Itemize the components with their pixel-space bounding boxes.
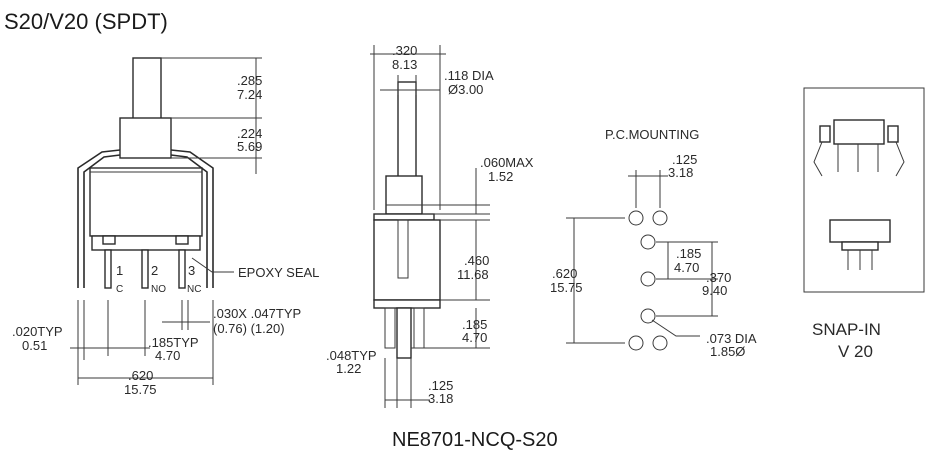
pin3-number: 3: [188, 263, 195, 278]
side-actuator: [397, 81, 417, 179]
svg-text:.125: .125: [428, 378, 453, 393]
side-flange: [373, 213, 435, 221]
pin-1: [104, 249, 112, 289]
pin-3: [178, 249, 186, 289]
svg-text:.020TYP: .020TYP: [12, 324, 63, 339]
svg-text:3.18: 3.18: [428, 391, 453, 406]
svg-text:.185TYP: .185TYP: [148, 335, 199, 350]
svg-text:7.24: 7.24: [237, 87, 262, 102]
svg-text:.620: .620: [128, 368, 153, 383]
frame-left: [77, 149, 121, 288]
svg-text:.320: .320: [392, 43, 417, 58]
part-number: NE8701-NCQ-S20: [392, 429, 558, 451]
front-view: 1 C 2 NO 3 NC EPOXY SEAL .285 7.24 .224 …: [12, 57, 319, 397]
side-pin: [396, 307, 412, 359]
svg-text:.125: .125: [672, 152, 697, 167]
side-view: .320 8.13 .118 DIA Ø3.00 .060MAX 1.52 .4…: [326, 43, 534, 408]
side-bushing: [385, 175, 423, 215]
pc-mounting: P.C.MOUNTING .125 3.18 .620 15.75 .185 4…: [550, 127, 757, 359]
svg-text:1.22: 1.22: [336, 361, 361, 376]
side-base: [373, 299, 441, 309]
svg-text:1.52: 1.52: [488, 169, 513, 184]
pin1-number: 1: [116, 263, 123, 278]
svg-text:.048TYP: .048TYP: [326, 348, 377, 363]
svg-text:15.75: 15.75: [550, 280, 583, 295]
svg-text:.060MAX: .060MAX: [480, 155, 534, 170]
svg-text:.224: .224: [237, 126, 262, 141]
svg-text:5.69: 5.69: [237, 139, 262, 154]
svg-text:4.70: 4.70: [674, 260, 699, 275]
snap-in-label: SNAP-IN: [812, 320, 881, 339]
snap-in-panel: SNAP-IN V 20: [803, 87, 925, 361]
pin2-label: NO: [151, 284, 166, 295]
svg-text:4.70: 4.70: [462, 330, 487, 345]
housing: [89, 167, 203, 237]
svg-text:4.70: 4.70: [155, 348, 180, 363]
svg-text:Ø3.00: Ø3.00: [448, 82, 483, 97]
svg-text:.370: .370: [706, 270, 731, 285]
svg-text:.185: .185: [462, 317, 487, 332]
snap-in-model: V 20: [838, 342, 873, 361]
svg-text:.460: .460: [464, 253, 489, 268]
svg-text:8.13: 8.13: [392, 57, 417, 72]
hole: [628, 210, 644, 226]
pin1-label: C: [116, 284, 123, 295]
svg-text:.285: .285: [237, 73, 262, 88]
side-housing: [373, 219, 441, 301]
svg-text:1.85Ø: 1.85Ø: [710, 344, 745, 359]
pin-2: [141, 249, 149, 289]
actuator-lever: [132, 57, 162, 121]
svg-text:.073 DIA: .073 DIA: [706, 331, 757, 346]
svg-text:.118 DIA: .118 DIA: [444, 68, 494, 83]
svg-text:3.18: 3.18: [668, 165, 693, 180]
svg-text:15.75: 15.75: [124, 382, 157, 397]
svg-text:11.68: 11.68: [457, 267, 489, 282]
frame-right: [170, 149, 214, 288]
svg-text:9.40: 9.40: [702, 283, 727, 298]
svg-text:.185: .185: [676, 246, 701, 261]
snap-housing-bottom: [829, 219, 891, 243]
svg-text:.030X .047TYP: .030X .047TYP: [213, 306, 301, 321]
snap-in-frame: [803, 87, 925, 293]
pin3-label: NC: [187, 284, 201, 295]
pin2-number: 2: [151, 263, 158, 278]
pc-mounting-title: P.C.MOUNTING: [605, 127, 699, 142]
bushing: [119, 117, 172, 159]
svg-text:0.51: 0.51: [22, 338, 47, 353]
svg-text:.620: .620: [552, 266, 577, 281]
svg-text:(0.76) (1.20): (0.76) (1.20): [213, 321, 285, 336]
drawing-title: S20/V20 (SPDT): [4, 9, 168, 34]
snap-housing-top: [833, 119, 885, 145]
epoxy-seal-label: EPOXY SEAL: [238, 265, 319, 280]
